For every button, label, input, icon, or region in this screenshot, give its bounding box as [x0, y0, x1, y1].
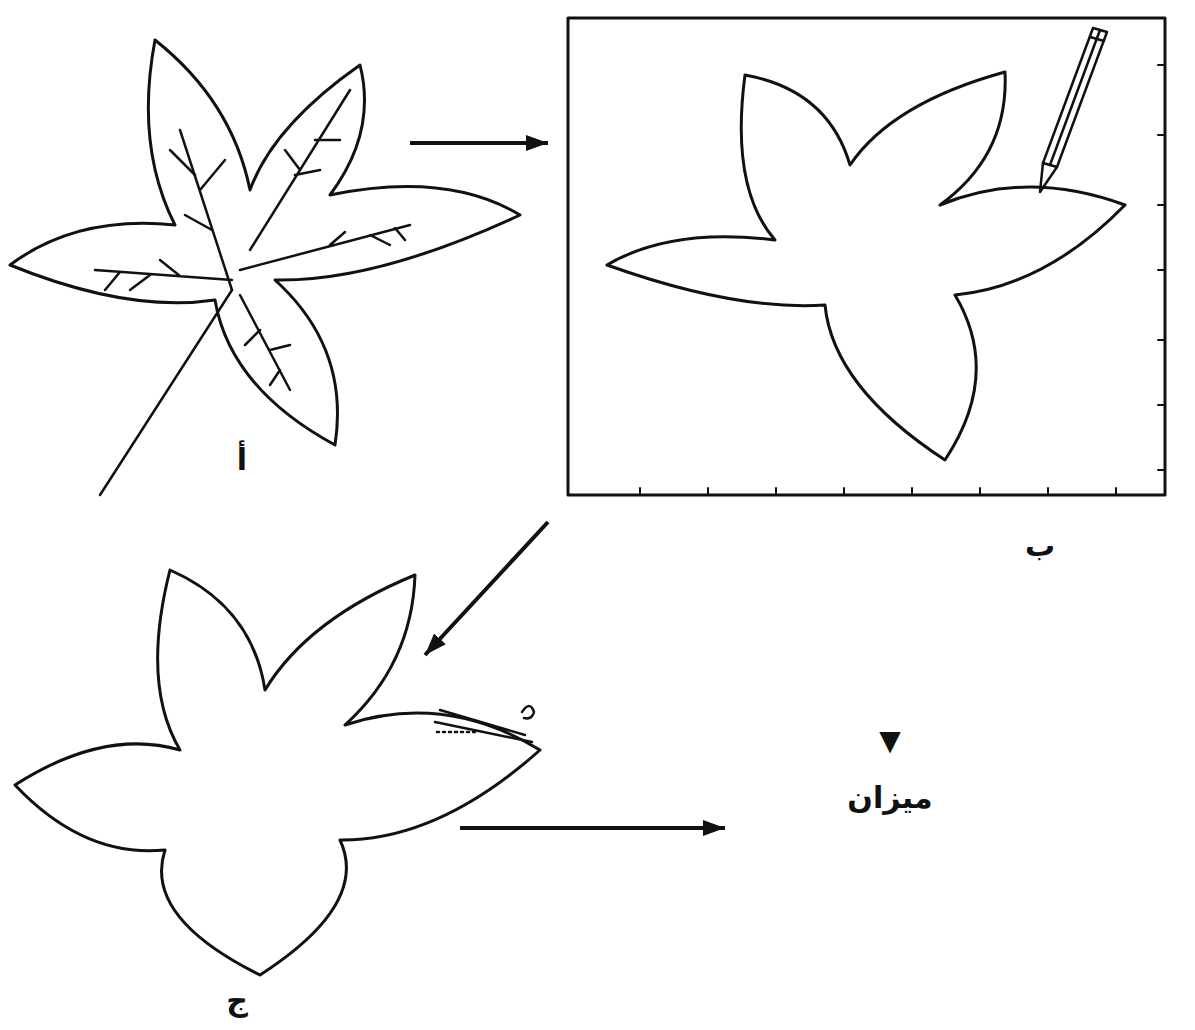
figure-label: أ	[237, 442, 247, 478]
leaf-outline	[10, 40, 520, 445]
process-arrow	[460, 826, 725, 830]
scissors	[435, 706, 534, 742]
figure-panel: أ	[10, 30, 410, 500]
figure-panel: ج	[10, 655, 460, 1025]
graph-paper	[568, 18, 1165, 495]
figure-label: ميزان	[847, 780, 932, 816]
figure-panel: ب	[548, 15, 1170, 570]
leaf-veins	[95, 90, 410, 495]
figure-label: ب	[1025, 528, 1055, 564]
pencil	[1040, 28, 1107, 192]
process-arrow	[425, 522, 548, 655]
cutout-leaf-outline	[15, 570, 540, 975]
process-arrow	[410, 141, 548, 145]
figure-panel: ▼ ميزان	[725, 715, 1055, 845]
figure-label: ج	[226, 983, 248, 1019]
figure-label: ▼	[879, 724, 901, 758]
traced-leaf-outline	[607, 72, 1125, 460]
